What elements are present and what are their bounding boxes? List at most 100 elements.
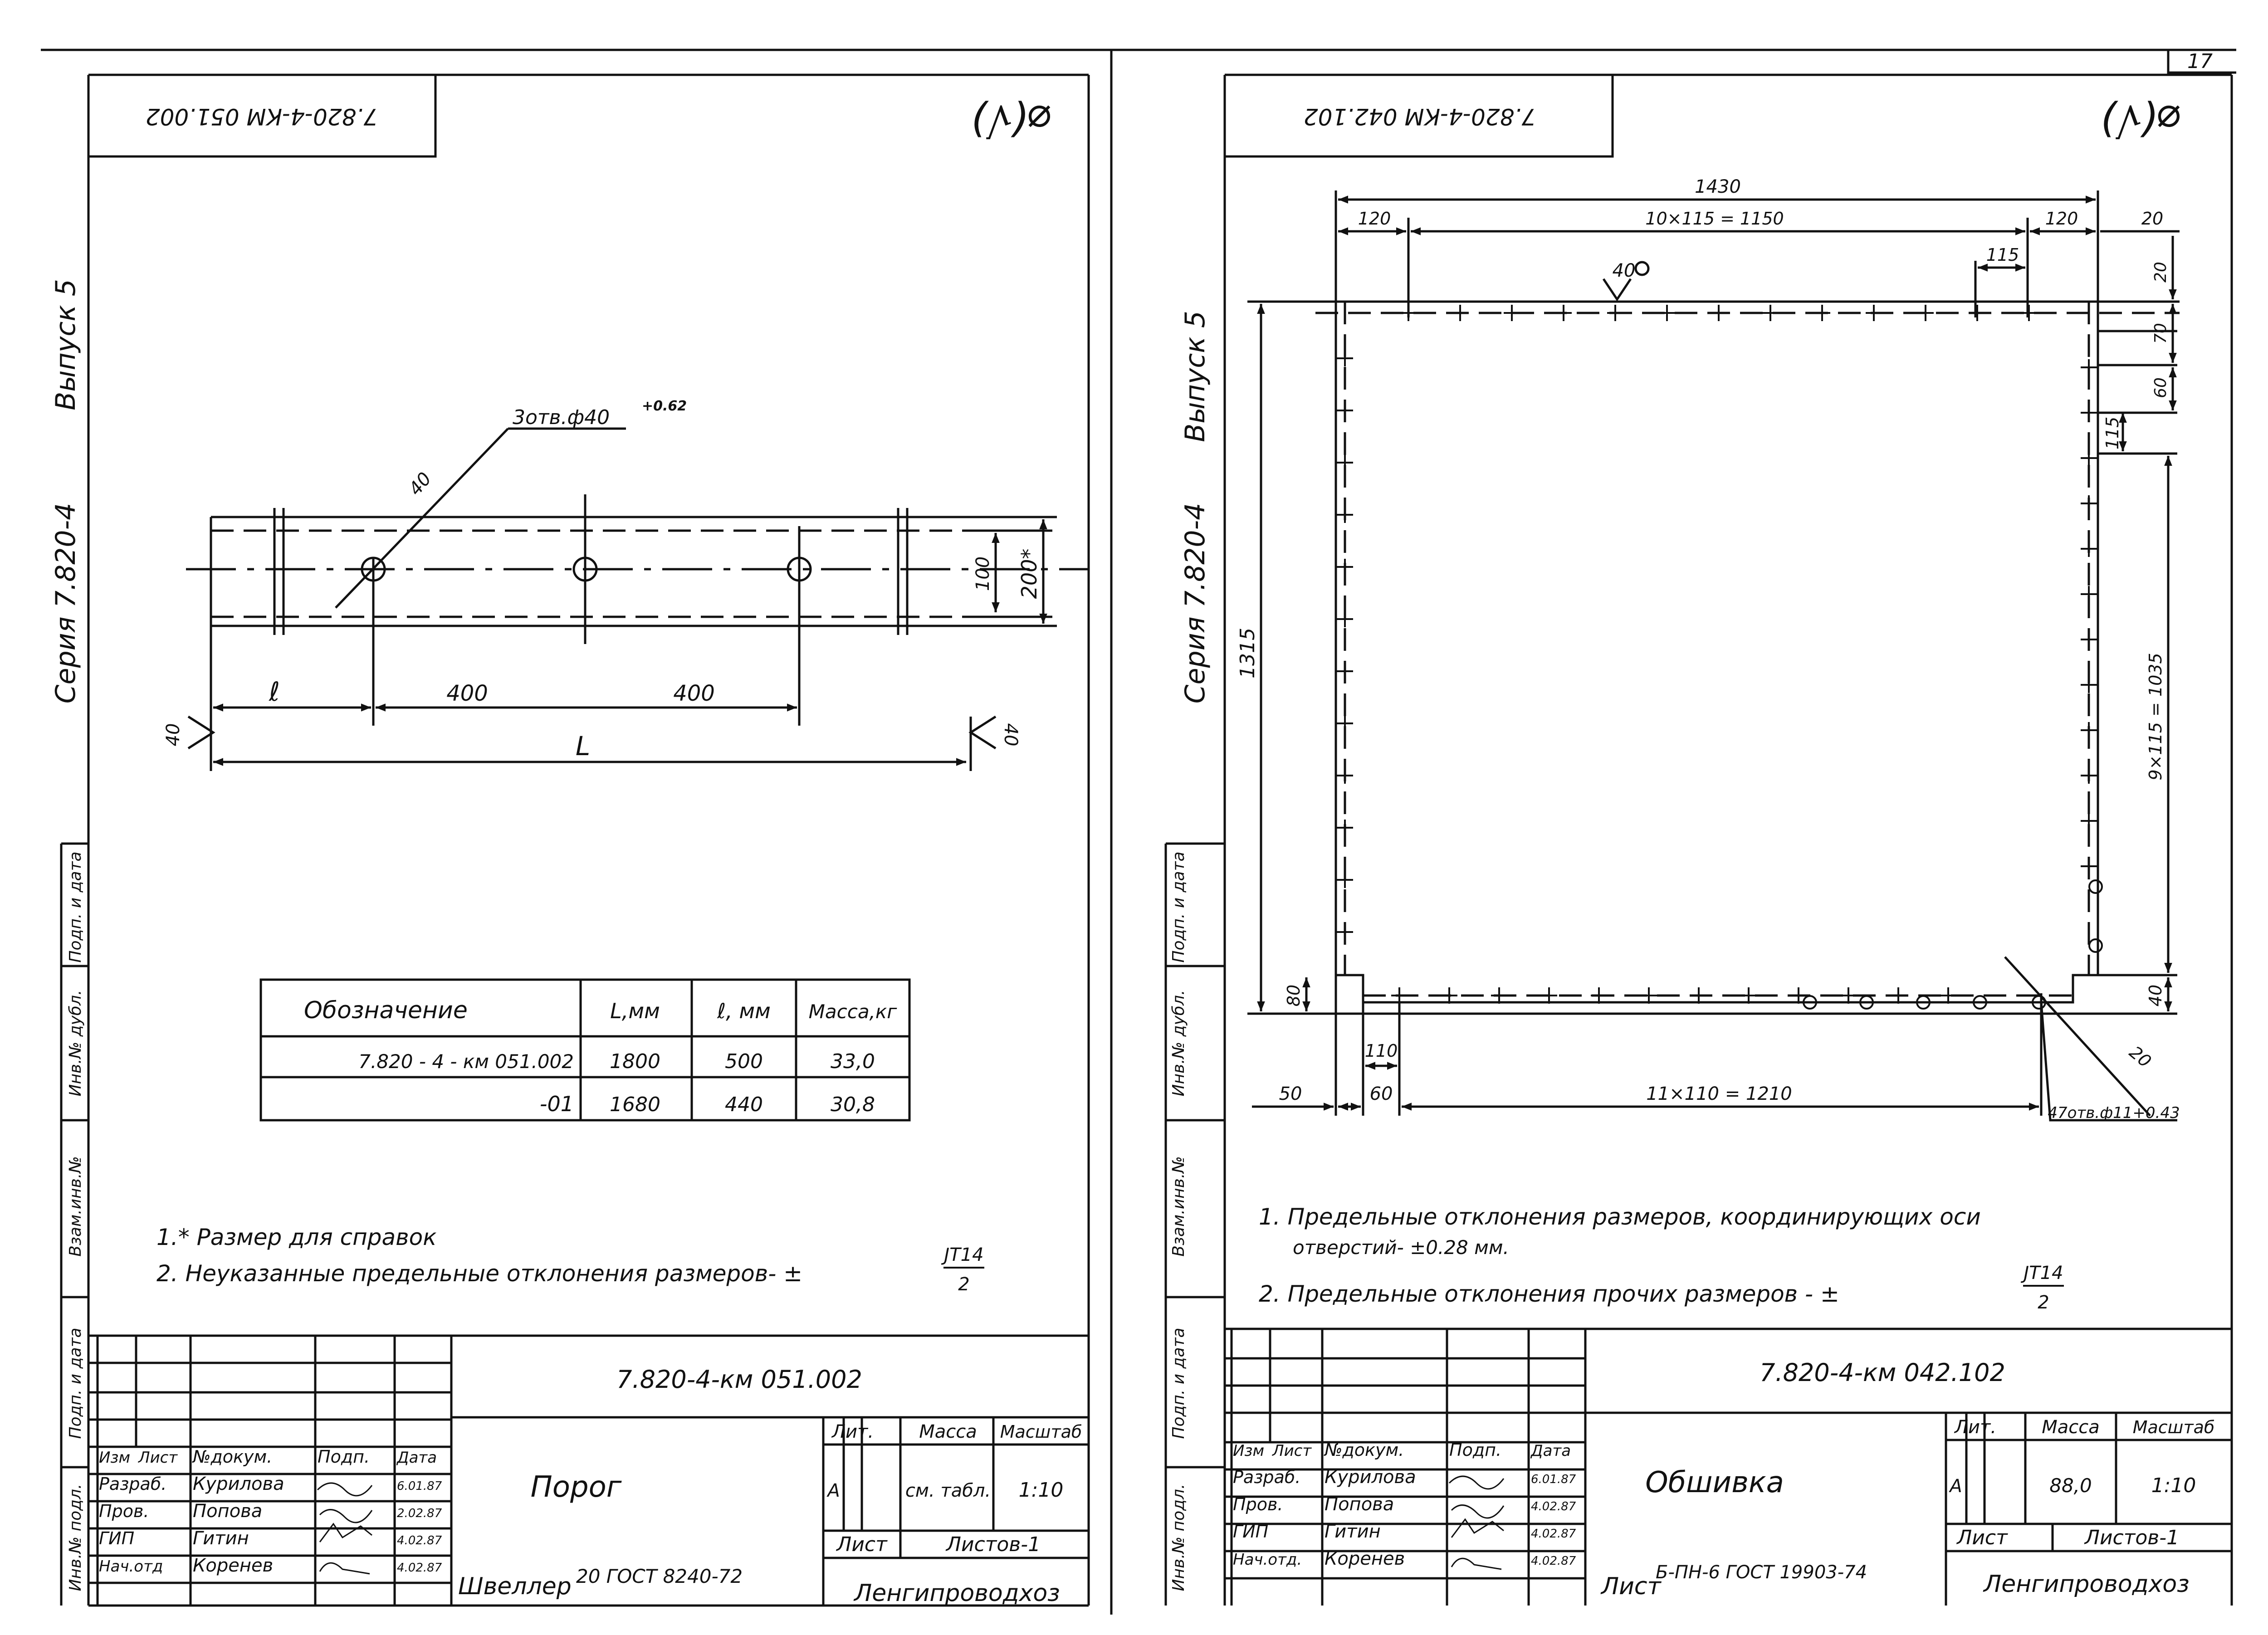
roughness-mark: ⌀(√): [970, 96, 1053, 144]
hdr-izm: Изм: [99, 1449, 130, 1467]
scale-label: Масштаб: [1000, 1422, 1082, 1442]
dim-400b: 400: [673, 681, 715, 706]
roughness-mark: ⌀(√): [2100, 96, 2182, 144]
dim-200: 200*: [1017, 549, 1041, 599]
hdr-list: Лист: [1271, 1442, 1312, 1460]
table-header-massa: Масса,кг: [809, 1001, 898, 1023]
left-drawing-sheet: ⌀(√) 7.820-4-КМ 051.002 Выпуск 5 Серия 7…: [50, 73, 1090, 1607]
hdr-ndoc: №докум.: [192, 1447, 272, 1467]
hdr-ndoc: №докум.: [1324, 1440, 1404, 1460]
dim-1315: 1315: [1236, 628, 1259, 678]
vzam-label: Взам.инв.№: [66, 1156, 85, 1257]
org-name: Ленгипроводхоз: [1983, 1571, 2190, 1598]
lit-label: Лит.: [831, 1421, 874, 1442]
person-role: Пров.: [99, 1501, 149, 1521]
person-role: ГИП: [1233, 1522, 1268, 1542]
inv-dubl-label: Инв.№ дубл.: [1169, 990, 1188, 1097]
person-date: 4.02.87: [397, 1534, 442, 1547]
dim-115a: 115: [1986, 245, 2019, 265]
dim-70: 70: [2151, 323, 2170, 344]
material-spec: Б-ПН-6 ГОСТ 19903-74: [1656, 1562, 1867, 1583]
hdr-data: Дата: [396, 1449, 437, 1467]
person-name: Гитин: [193, 1528, 249, 1549]
podp-data-top-label: Подп. и дата: [1169, 851, 1188, 962]
scale-value: 1:10: [1019, 1479, 1064, 1502]
holes-tolerance: +0.62: [642, 398, 687, 414]
page-number: 17: [2187, 50, 2213, 73]
material-prefix: Лист: [1600, 1573, 1662, 1600]
person-name: Курилова: [1325, 1467, 1416, 1488]
hdr-podp: Подп.: [1449, 1440, 1501, 1460]
plate-drawing: [1247, 190, 2180, 1122]
vypusk-label: Выпуск 5: [1179, 311, 1211, 442]
sheets-label: Листов-1: [945, 1533, 1041, 1556]
code-stamp: 7.820-4-КМ 042.102: [1304, 103, 1536, 130]
table-cell: 440: [725, 1093, 763, 1116]
dim-big-l: L: [576, 731, 590, 761]
podp-data-top-label: Подп. и дата: [66, 851, 85, 962]
dim-9x115: 9×115 = 1035: [2146, 653, 2165, 780]
title-block: [1225, 1328, 2232, 1606]
person-date: 4.02.87: [1531, 1527, 1576, 1541]
note-1b: отверстий- ±0.28 мм.: [1293, 1236, 1509, 1259]
dim-115b: 115: [2102, 417, 2122, 450]
title-code: 7.820-4-км 051.002: [616, 1365, 862, 1394]
scale-value: 1:10: [2151, 1474, 2196, 1497]
weld-40-left: 40: [163, 723, 184, 747]
material-spec: 20 ГОСТ 8240-72: [576, 1565, 743, 1587]
title-name: Порог: [531, 1470, 622, 1504]
weld-40-top: 40: [405, 469, 435, 500]
person-name: Курилова: [193, 1474, 284, 1494]
hole-pattern: [1337, 305, 2097, 1004]
dim-110: 110: [1365, 1041, 1398, 1061]
note-1: 1.* Размер для справок: [156, 1224, 436, 1250]
dim-100: 100: [973, 556, 993, 591]
lit-value: А: [826, 1480, 840, 1501]
note-2-frac-den: 2: [2038, 1292, 2049, 1313]
hdr-data: Дата: [1530, 1442, 1571, 1460]
person-date: 2.02.87: [397, 1507, 442, 1520]
right-drawing-sheet: ⌀(√) 7.820-4-КМ 042.102 Выпуск 5 Серия 7…: [1164, 73, 2233, 1606]
table-cell: 30,8: [831, 1093, 875, 1116]
person-date: 6.01.87: [1531, 1473, 1576, 1486]
note-2-frac-num: JT14: [2020, 1263, 2063, 1284]
lit-label: Лит.: [1954, 1417, 1996, 1438]
person-name: Гитин: [1325, 1521, 1381, 1542]
table-cell: 33,0: [831, 1050, 875, 1073]
dim-40: 40: [2146, 985, 2165, 1006]
dim-l: ℓ: [269, 676, 280, 707]
podp-data-bot-label: Подп. и дата: [1169, 1328, 1188, 1439]
mass-value: 88,0: [2049, 1474, 2092, 1497]
person-role: Разраб.: [1233, 1467, 1300, 1487]
table-cell: 1680: [610, 1093, 660, 1116]
table-cell: 1800: [610, 1050, 660, 1073]
dim-50: 50: [1279, 1083, 1302, 1104]
dim-20b: 20: [2151, 262, 2170, 283]
dim-1430: 1430: [1695, 176, 1741, 197]
note-2: 2. Неуказанные предельные отклонения раз…: [156, 1260, 802, 1287]
org-name: Ленгипроводхоз: [853, 1580, 1060, 1607]
vypusk-label: Выпуск 5: [50, 279, 82, 410]
material-prefix: Швеллер: [458, 1573, 572, 1600]
holes-callout: 3отв.ф40: [513, 406, 610, 429]
hdr-izm: Изм: [1233, 1442, 1264, 1460]
hdr-podp: Подп.: [318, 1447, 370, 1467]
dim-10x115: 10×115 = 1150: [1645, 209, 1784, 229]
person-role: Нач.отд: [99, 1557, 163, 1576]
inv-podl-label: Инв.№ подл.: [1169, 1484, 1188, 1591]
inv-podl-label: Инв.№ подл.: [66, 1484, 85, 1591]
person-role: Разраб.: [99, 1474, 166, 1494]
dim-11x110: 11×110 = 1210: [1646, 1083, 1792, 1104]
dim-80: 80: [1284, 985, 1304, 1006]
person-role: ГИП: [99, 1528, 134, 1548]
weld-40-right: 40: [1000, 723, 1021, 747]
weld-20: 20: [2126, 1042, 2155, 1072]
lit-value: А: [1948, 1476, 1962, 1497]
note-2-frac-num: JT14: [941, 1245, 983, 1265]
person-date: 6.01.87: [397, 1479, 442, 1493]
person-date: 4.02.87: [1531, 1500, 1576, 1513]
sheet-label: Лист: [836, 1533, 888, 1556]
dim-120a: 120: [1358, 209, 1391, 229]
channel-drawing: [186, 427, 1089, 771]
table-cell: 500: [725, 1050, 763, 1073]
